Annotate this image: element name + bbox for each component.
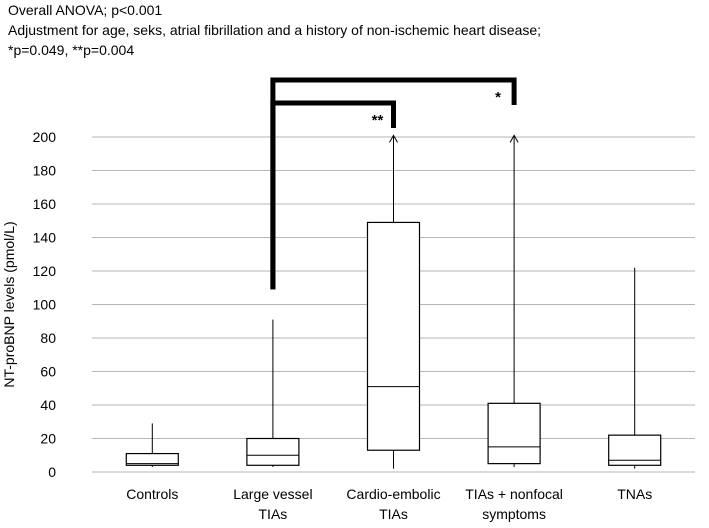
y-tick-label-120: 120	[33, 263, 57, 279]
title-line-2: Adjustment for age, seks, atrial fibrill…	[8, 22, 542, 38]
significance-label-1: *	[495, 89, 501, 106]
box-3	[487, 402, 541, 465]
box-0	[125, 452, 179, 466]
y-tick-label-40: 40	[40, 397, 56, 413]
category-label-3-1: symptoms	[482, 506, 546, 522]
arrow-head-2	[389, 134, 398, 143]
y-tick-label-60: 60	[40, 364, 56, 380]
y-tick-label-20: 20	[40, 431, 56, 447]
y-axis-title: NT-proBNP levels (pmol/L)	[1, 221, 17, 387]
y-tick-label-140: 140	[33, 230, 57, 246]
box-1	[246, 437, 300, 466]
category-label-2-0: Cardio-embolic	[346, 486, 440, 502]
significance-label-0: **	[372, 112, 384, 129]
category-label-0-0: Controls	[126, 486, 178, 502]
y-tick-label-100: 100	[33, 297, 57, 313]
category-label-4-0: TNAs	[617, 486, 652, 502]
significance-bracket-1	[270, 77, 517, 290]
y-tick-label-0: 0	[48, 464, 56, 480]
box-2	[366, 221, 421, 451]
title-line-1: Overall ANOVA; p<0.001	[8, 2, 163, 18]
category-label-1-0: Large vessel	[233, 486, 312, 502]
arrow-head-3	[509, 134, 519, 143]
category-label-2-1: TIAs	[379, 506, 408, 522]
box-4	[608, 434, 662, 466]
category-label-3-0: TIAs + nonfocal	[465, 486, 563, 502]
chart-header: Overall ANOVA; p<0.001 Adjustment for ag…	[8, 0, 541, 60]
category-label-1-1: TIAs	[259, 506, 288, 522]
y-tick-label-180: 180	[33, 163, 57, 179]
y-tick-label-80: 80	[40, 330, 56, 346]
y-tick-label-200: 200	[33, 129, 57, 145]
title-line-3: *p=0.049, **p=0.004	[8, 42, 135, 58]
y-tick-label-160: 160	[33, 196, 57, 212]
